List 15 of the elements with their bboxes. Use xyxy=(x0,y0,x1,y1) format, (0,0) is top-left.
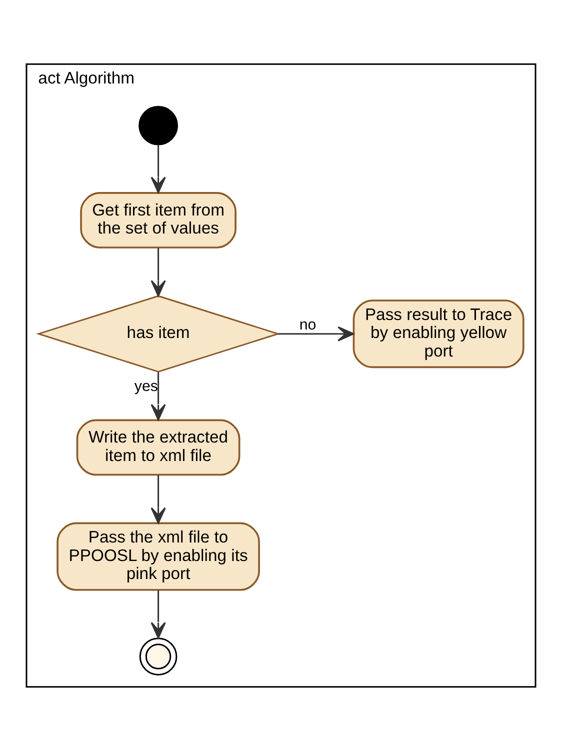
edge-label: yes xyxy=(134,378,158,396)
arrow xyxy=(150,475,166,524)
arrow xyxy=(150,372,166,421)
node-diamond: has item xyxy=(36,295,280,372)
node-circle xyxy=(139,638,178,676)
arrow xyxy=(150,248,166,297)
node-circle xyxy=(138,106,178,146)
arrow xyxy=(150,144,166,194)
arrow xyxy=(150,590,166,639)
node-box: Write the extracted item to xml file xyxy=(76,419,240,476)
edge-label: no xyxy=(299,316,316,334)
node-box: Pass the xml file to PPOOSL by enabling its pink port xyxy=(56,522,260,591)
arrow xyxy=(278,326,354,342)
node-box: Pass result to Trace by enabling yellow port xyxy=(352,300,524,368)
node-box: Get first item from the set of values xyxy=(80,192,236,248)
